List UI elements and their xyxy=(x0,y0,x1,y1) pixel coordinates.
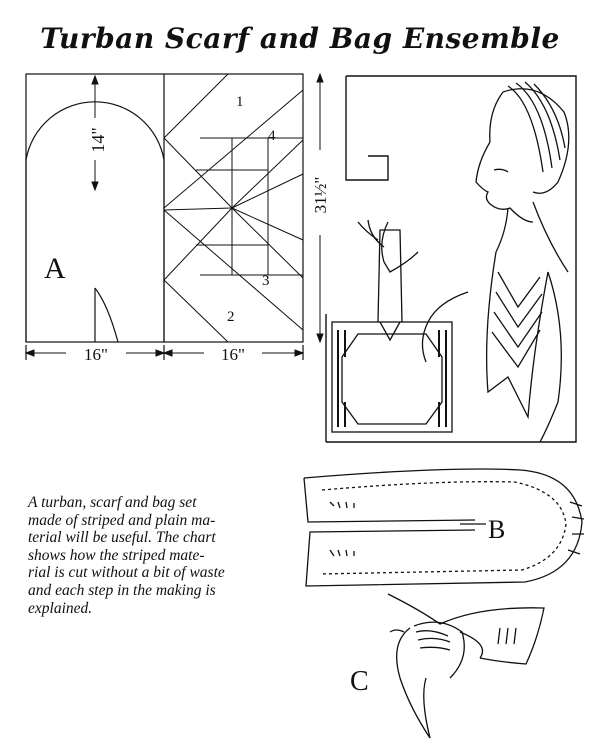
section-2-label: 2 xyxy=(227,309,235,325)
piece-a-label: A xyxy=(44,252,66,285)
caption-line: explained. xyxy=(28,599,93,617)
scarf-outline xyxy=(303,468,585,587)
page-title: Turban Scarf and Bag Ensemble xyxy=(40,22,560,55)
section-1-label: 1 xyxy=(236,94,244,110)
turban-diagram: C xyxy=(350,593,545,739)
woman-figure xyxy=(357,81,570,443)
height-31-label: 31½" xyxy=(311,177,330,214)
scarf-diagram: B xyxy=(303,468,585,587)
turban-figure xyxy=(387,593,545,739)
width-right-label: 16" xyxy=(221,345,245,364)
width-left-label: 16" xyxy=(84,345,108,364)
chart-outline xyxy=(25,73,304,343)
callout-b-label: B xyxy=(488,515,505,544)
callout-c-label: C xyxy=(350,666,369,697)
illustration-frame xyxy=(325,75,577,443)
section-4-label: 4 xyxy=(268,128,276,144)
height-14-label: 14" xyxy=(88,127,108,152)
fashion-illustration xyxy=(325,75,577,443)
dimension-arrows xyxy=(24,72,324,360)
caption-line: rial is cut without a bit of waste xyxy=(28,564,225,582)
section-3-label: 3 xyxy=(262,273,270,289)
caption-line: terial will be useful. The chart xyxy=(28,529,216,547)
strip-lines xyxy=(163,73,304,343)
caption-line: A turban, scarf and bag set xyxy=(28,494,197,511)
caption-line: shows how the striped mate- xyxy=(28,546,205,564)
bag-drawing xyxy=(331,229,453,433)
caption-line: made of striped and plain ma- xyxy=(28,511,216,529)
caption-line: and each step in the making is xyxy=(28,581,216,599)
description-caption: A turban, scarf and bag set made of stri… xyxy=(28,494,314,617)
